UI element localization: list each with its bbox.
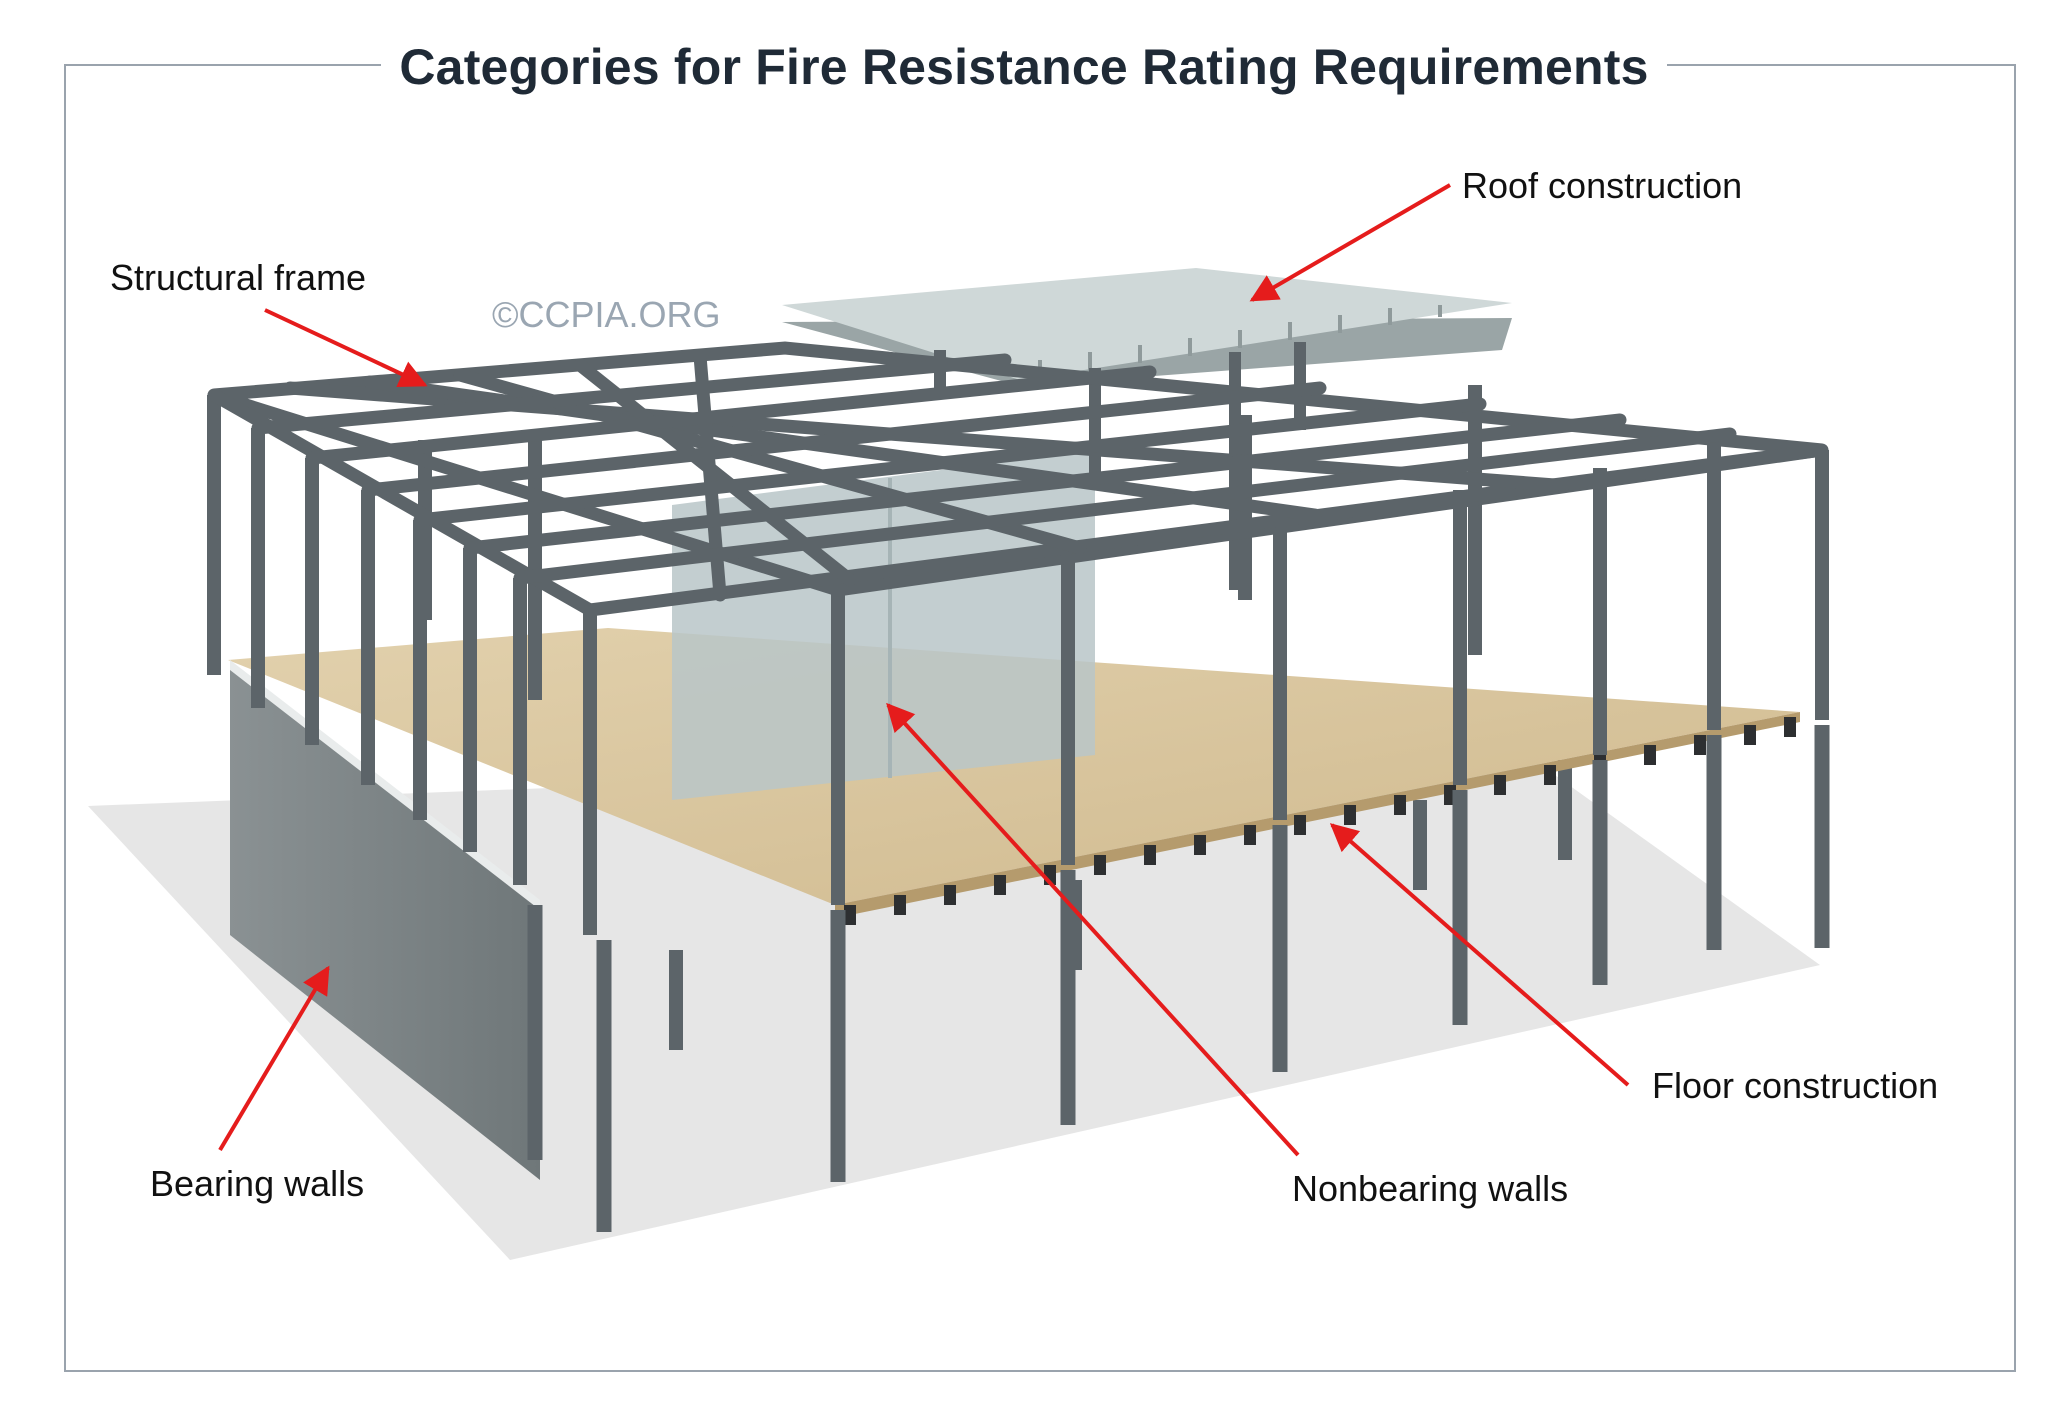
floor-slab-edge bbox=[835, 712, 1800, 918]
arrow-bearing-walls bbox=[218, 965, 330, 1152]
annotation-arrows bbox=[218, 183, 1630, 1157]
label-structural-frame: Structural frame bbox=[110, 257, 367, 298]
roof-panel-top bbox=[782, 268, 1512, 380]
upper-frame-columns bbox=[207, 385, 1829, 935]
floor-slab bbox=[228, 628, 1800, 905]
arrow-nonbearing-walls bbox=[886, 702, 1300, 1157]
copyright-watermark: ©CCPIA.ORG bbox=[492, 294, 721, 335]
label-floor-construction: Floor construction bbox=[1652, 1065, 1939, 1106]
bearing-wall bbox=[230, 665, 540, 1180]
arrow-roof-construction bbox=[1249, 183, 1452, 302]
roof-grid-beams bbox=[207, 341, 1829, 617]
lower-frame-columns bbox=[527, 725, 1830, 1232]
label-nonbearing-walls: Nonbearing walls bbox=[1292, 1168, 1569, 1209]
nonbearing-wall bbox=[672, 450, 1095, 800]
diagram-title: Categories for Fire Resistance Rating Re… bbox=[0, 38, 2048, 96]
label-roof-construction: Roof construction bbox=[1462, 165, 1743, 206]
arrow-floor-construction bbox=[1329, 823, 1630, 1087]
arrow-structural-frame bbox=[264, 308, 428, 387]
label-bearing-walls: Bearing walls bbox=[150, 1163, 365, 1204]
